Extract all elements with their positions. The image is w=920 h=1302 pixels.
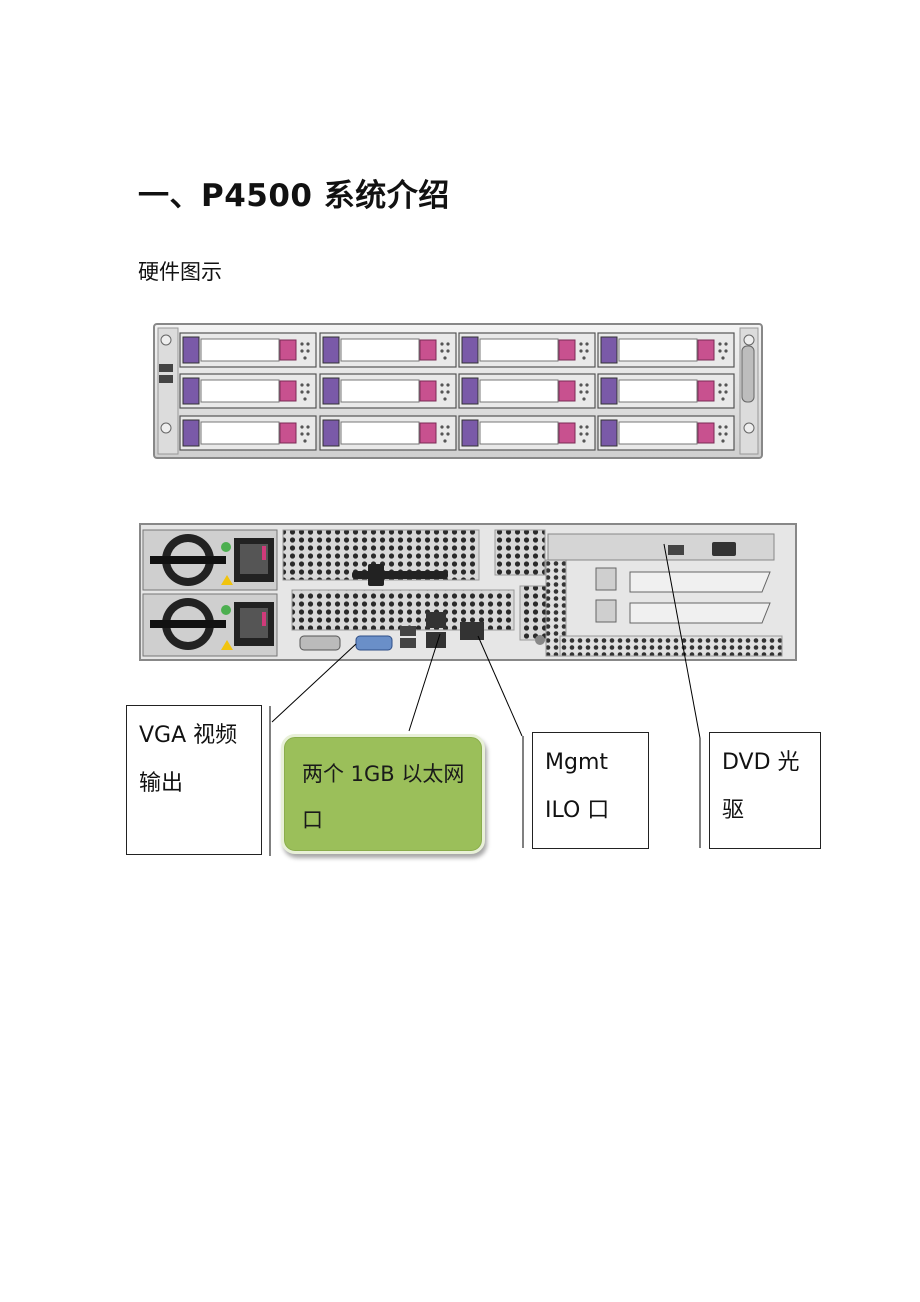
page-title: 一、P4500 系统介绍 — [138, 178, 450, 214]
drive-bay — [179, 373, 317, 409]
drive-bay — [319, 373, 457, 409]
drive-bay — [597, 415, 735, 451]
drive-bay — [179, 332, 317, 368]
ethernet-ports-callout: 两个 1GB 以太网口 — [281, 734, 485, 854]
drive-bay — [319, 332, 457, 368]
drive-bay — [597, 373, 735, 409]
section-subtitle: 硬件图示 — [138, 260, 222, 284]
dvd-drive-callout: DVD 光驱 — [709, 732, 821, 849]
power-supply-1 — [142, 529, 278, 591]
server-front-panel — [153, 323, 763, 459]
drive-bay — [458, 373, 596, 409]
vga-output-callout: VGA 视频输出 — [126, 705, 262, 855]
drive-bay — [597, 332, 735, 368]
drive-bay — [458, 332, 596, 368]
mgmt-ilo-port-callout: Mgmt ILO 口 — [532, 732, 649, 849]
power-supply-2 — [142, 593, 278, 657]
drive-bay — [458, 415, 596, 451]
server-rear-panel — [139, 523, 797, 661]
drive-bay — [179, 415, 317, 451]
drive-bay — [319, 415, 457, 451]
leader-lines — [269, 543, 701, 856]
